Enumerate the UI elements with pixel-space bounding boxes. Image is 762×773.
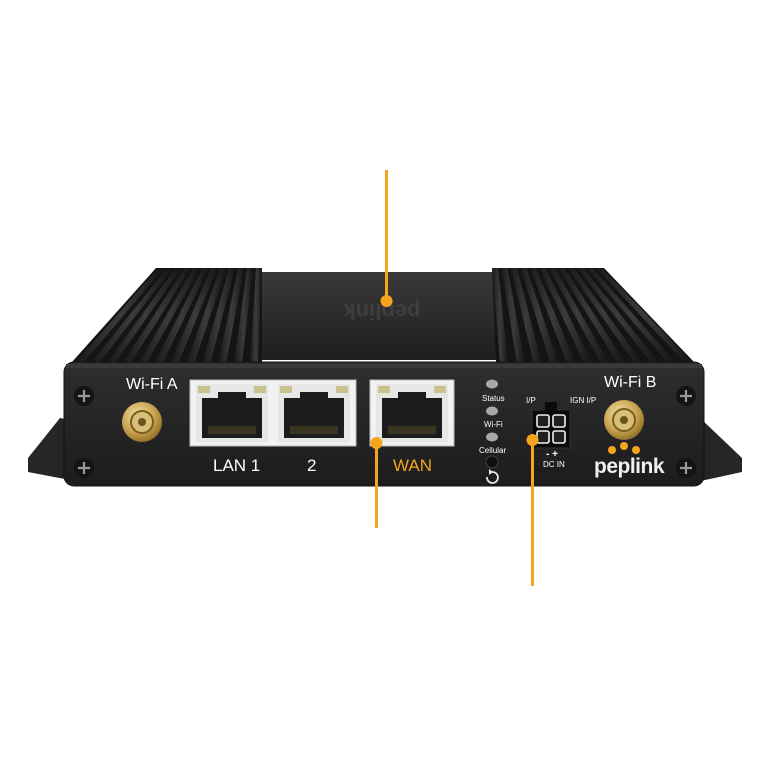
status-led-label: Status bbox=[482, 394, 505, 403]
left-mounting-flange bbox=[28, 418, 70, 480]
callout-dot-power bbox=[526, 434, 539, 446]
wifi-a-label: Wi-Fi A bbox=[126, 376, 178, 393]
heatsink-fin bbox=[520, 268, 559, 362]
screw-icon bbox=[74, 386, 94, 406]
heatsink-fin bbox=[539, 268, 592, 362]
heatsink-fin bbox=[492, 268, 508, 362]
ethernet-port-icon[interactable] bbox=[278, 384, 350, 442]
left-heatsink bbox=[72, 268, 262, 362]
top-housing bbox=[226, 272, 540, 360]
reset-button bbox=[485, 455, 499, 469]
heatsink-fin bbox=[202, 268, 236, 362]
ign-label: IGN I/P bbox=[570, 396, 597, 405]
power-connector-icon[interactable] bbox=[531, 402, 571, 449]
lan2-label: 2 bbox=[307, 456, 317, 475]
polarity-label: - + bbox=[546, 449, 558, 460]
wifi-led bbox=[486, 406, 498, 416]
wan-label: WAN bbox=[393, 456, 433, 475]
io-label: I/P bbox=[526, 396, 536, 405]
brand-logo: peplink bbox=[594, 455, 665, 478]
heatsink-fin bbox=[510, 268, 542, 362]
antenna-connector-icon[interactable] bbox=[122, 402, 162, 442]
heatsink-fin bbox=[76, 268, 164, 362]
antenna-connector-icon[interactable] bbox=[604, 400, 644, 440]
lan1-label: LAN 1 bbox=[213, 456, 261, 475]
heatsink-fin bbox=[548, 268, 609, 362]
heatsink-fin bbox=[577, 268, 659, 362]
callout-line-top bbox=[385, 170, 388, 302]
heatsink-fin bbox=[596, 268, 692, 362]
heatsink-fin bbox=[586, 268, 676, 362]
callout-dot-top bbox=[380, 295, 393, 307]
heatsink-fin bbox=[250, 268, 262, 362]
heatsink-fin bbox=[186, 268, 227, 362]
callout-dot-ports bbox=[370, 437, 383, 449]
heatsink-fin bbox=[218, 268, 245, 362]
heatsink-fin bbox=[155, 268, 209, 362]
heatsink-fin bbox=[501, 268, 525, 362]
callout-line-ports bbox=[375, 443, 378, 528]
heatsink-fin bbox=[123, 268, 191, 362]
heatsink-fin bbox=[529, 268, 575, 362]
heatsink-fin bbox=[91, 268, 173, 362]
cellular-led-label: Cellular bbox=[479, 446, 507, 455]
ethernet-port-icon[interactable] bbox=[376, 384, 448, 442]
callout-line-power bbox=[531, 440, 534, 586]
heatsink-fin bbox=[567, 268, 642, 362]
screw-icon bbox=[74, 458, 94, 478]
heatsink-fin bbox=[558, 268, 626, 362]
cellular-led bbox=[486, 432, 498, 442]
heatsink-fin bbox=[234, 268, 254, 362]
brand-logo-dots bbox=[608, 442, 640, 454]
wifi-led-label: Wi-Fi bbox=[484, 420, 503, 429]
reset-icon bbox=[486, 469, 499, 484]
wifi-b-label: Wi-Fi B bbox=[604, 374, 657, 391]
status-led bbox=[486, 379, 498, 389]
heatsink-fin bbox=[139, 268, 200, 362]
heatsink-fin bbox=[107, 268, 182, 362]
screw-icon bbox=[676, 386, 696, 406]
ethernet-port-icon[interactable] bbox=[196, 384, 268, 442]
right-mounting-flange bbox=[696, 418, 742, 482]
heatsink-fin bbox=[170, 268, 218, 362]
dc-in-label: DC IN bbox=[543, 460, 565, 469]
screw-icon bbox=[676, 458, 696, 478]
right-heatsink bbox=[492, 268, 694, 362]
